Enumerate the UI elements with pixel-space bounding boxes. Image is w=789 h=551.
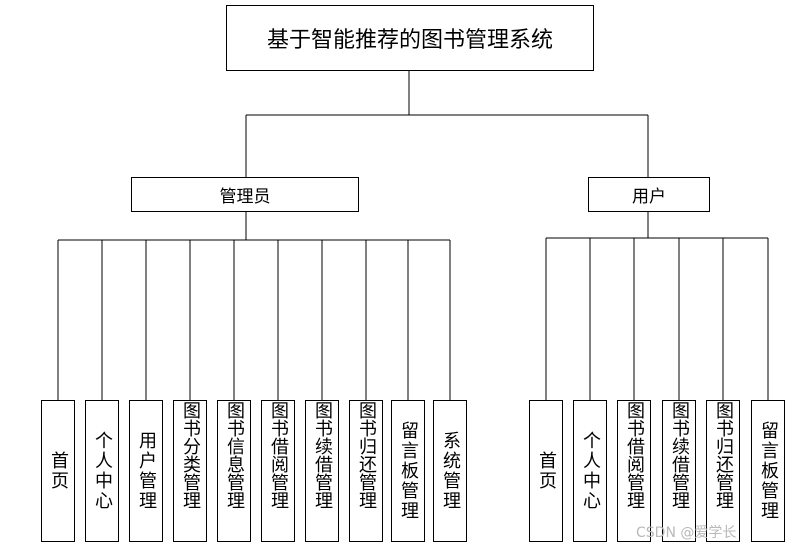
admin-module-box: 用户管理 — [129, 400, 163, 542]
admin-module-box: 留言板管理 — [391, 400, 425, 542]
user-module-box: 图书续借管理 — [662, 400, 696, 542]
user-module-label: 图书归还管理 — [713, 401, 734, 509]
watermark: CSDN @爱学长 — [636, 525, 737, 541]
user-module-label: 留言板管理 — [758, 421, 779, 521]
user-module-label: 个人中心 — [580, 431, 601, 511]
admin-module-box: 图书归还管理 — [349, 400, 383, 542]
admin-module-label: 留言板管理 — [398, 421, 419, 521]
admin-role-box: 管理员 — [131, 177, 359, 212]
system-title: 基于智能推荐的图书管理系统 — [266, 28, 553, 53]
user-module-label: 图书续借管理 — [669, 401, 690, 509]
admin-module-label: 图书续借管理 — [312, 401, 333, 509]
user-module-box: 留言板管理 — [751, 400, 785, 542]
admin-module-box: 系统管理 — [433, 400, 467, 542]
admin-module-label: 图书归还管理 — [356, 401, 377, 509]
user-module-box: 个人中心 — [573, 400, 607, 542]
system-title-box: 基于智能推荐的图书管理系统 — [226, 5, 594, 71]
admin-role-label: 管理员 — [219, 187, 271, 207]
user-module-label: 图书借阅管理 — [624, 401, 645, 509]
admin-module-label: 图书分类管理 — [180, 401, 201, 509]
user-module-box: 图书借阅管理 — [617, 400, 651, 542]
admin-module-label: 用户管理 — [136, 431, 157, 511]
admin-module-label: 图书借阅管理 — [268, 401, 289, 509]
user-module-label: 首页 — [536, 451, 557, 491]
admin-module-label: 系统管理 — [440, 431, 461, 511]
admin-module-box: 图书信息管理 — [217, 400, 251, 542]
admin-module-label: 图书信息管理 — [224, 401, 245, 509]
admin-module-label: 个人中心 — [92, 431, 113, 511]
user-role-label: 用户 — [632, 187, 666, 207]
admin-module-box: 图书借阅管理 — [261, 400, 295, 542]
admin-module-box: 首页 — [41, 400, 75, 542]
user-role-box: 用户 — [588, 177, 710, 212]
admin-module-label: 首页 — [48, 451, 69, 491]
admin-module-box: 图书续借管理 — [305, 400, 339, 542]
admin-module-box: 个人中心 — [85, 400, 119, 542]
user-module-box: 图书归还管理 — [706, 400, 740, 542]
user-module-box: 首页 — [529, 400, 563, 542]
admin-module-box: 图书分类管理 — [173, 400, 207, 542]
